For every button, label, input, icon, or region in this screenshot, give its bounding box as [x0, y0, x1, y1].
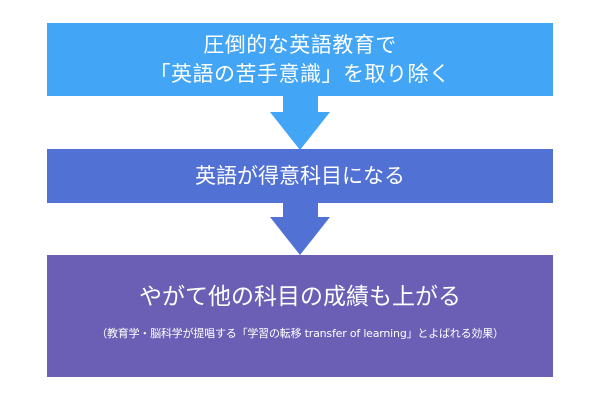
step-2-box: 英語が得意科目になる	[47, 149, 553, 203]
step-3-text: やがて他の科目の成績も上がる	[139, 284, 461, 310]
step-1-line-1: 圧倒的な英語教育で	[203, 32, 397, 57]
step-1-line-2: 「英語の苦手意識」を取り除く	[149, 61, 451, 86]
down-arrow-icon	[270, 203, 330, 255]
step-3-box: やがて他の科目の成績も上がる （教育学・脳科学が提唱する「学習の転移 trans…	[47, 255, 553, 377]
step-3-note: （教育学・脳科学が提唱する「学習の転移 transfer of learning…	[96, 327, 504, 340]
step-2-text: 英語が得意科目になる	[195, 164, 405, 188]
down-arrow-icon	[270, 96, 330, 150]
step-1-box: 圧倒的な英語教育で 「英語の苦手意識」を取り除く	[47, 23, 553, 96]
